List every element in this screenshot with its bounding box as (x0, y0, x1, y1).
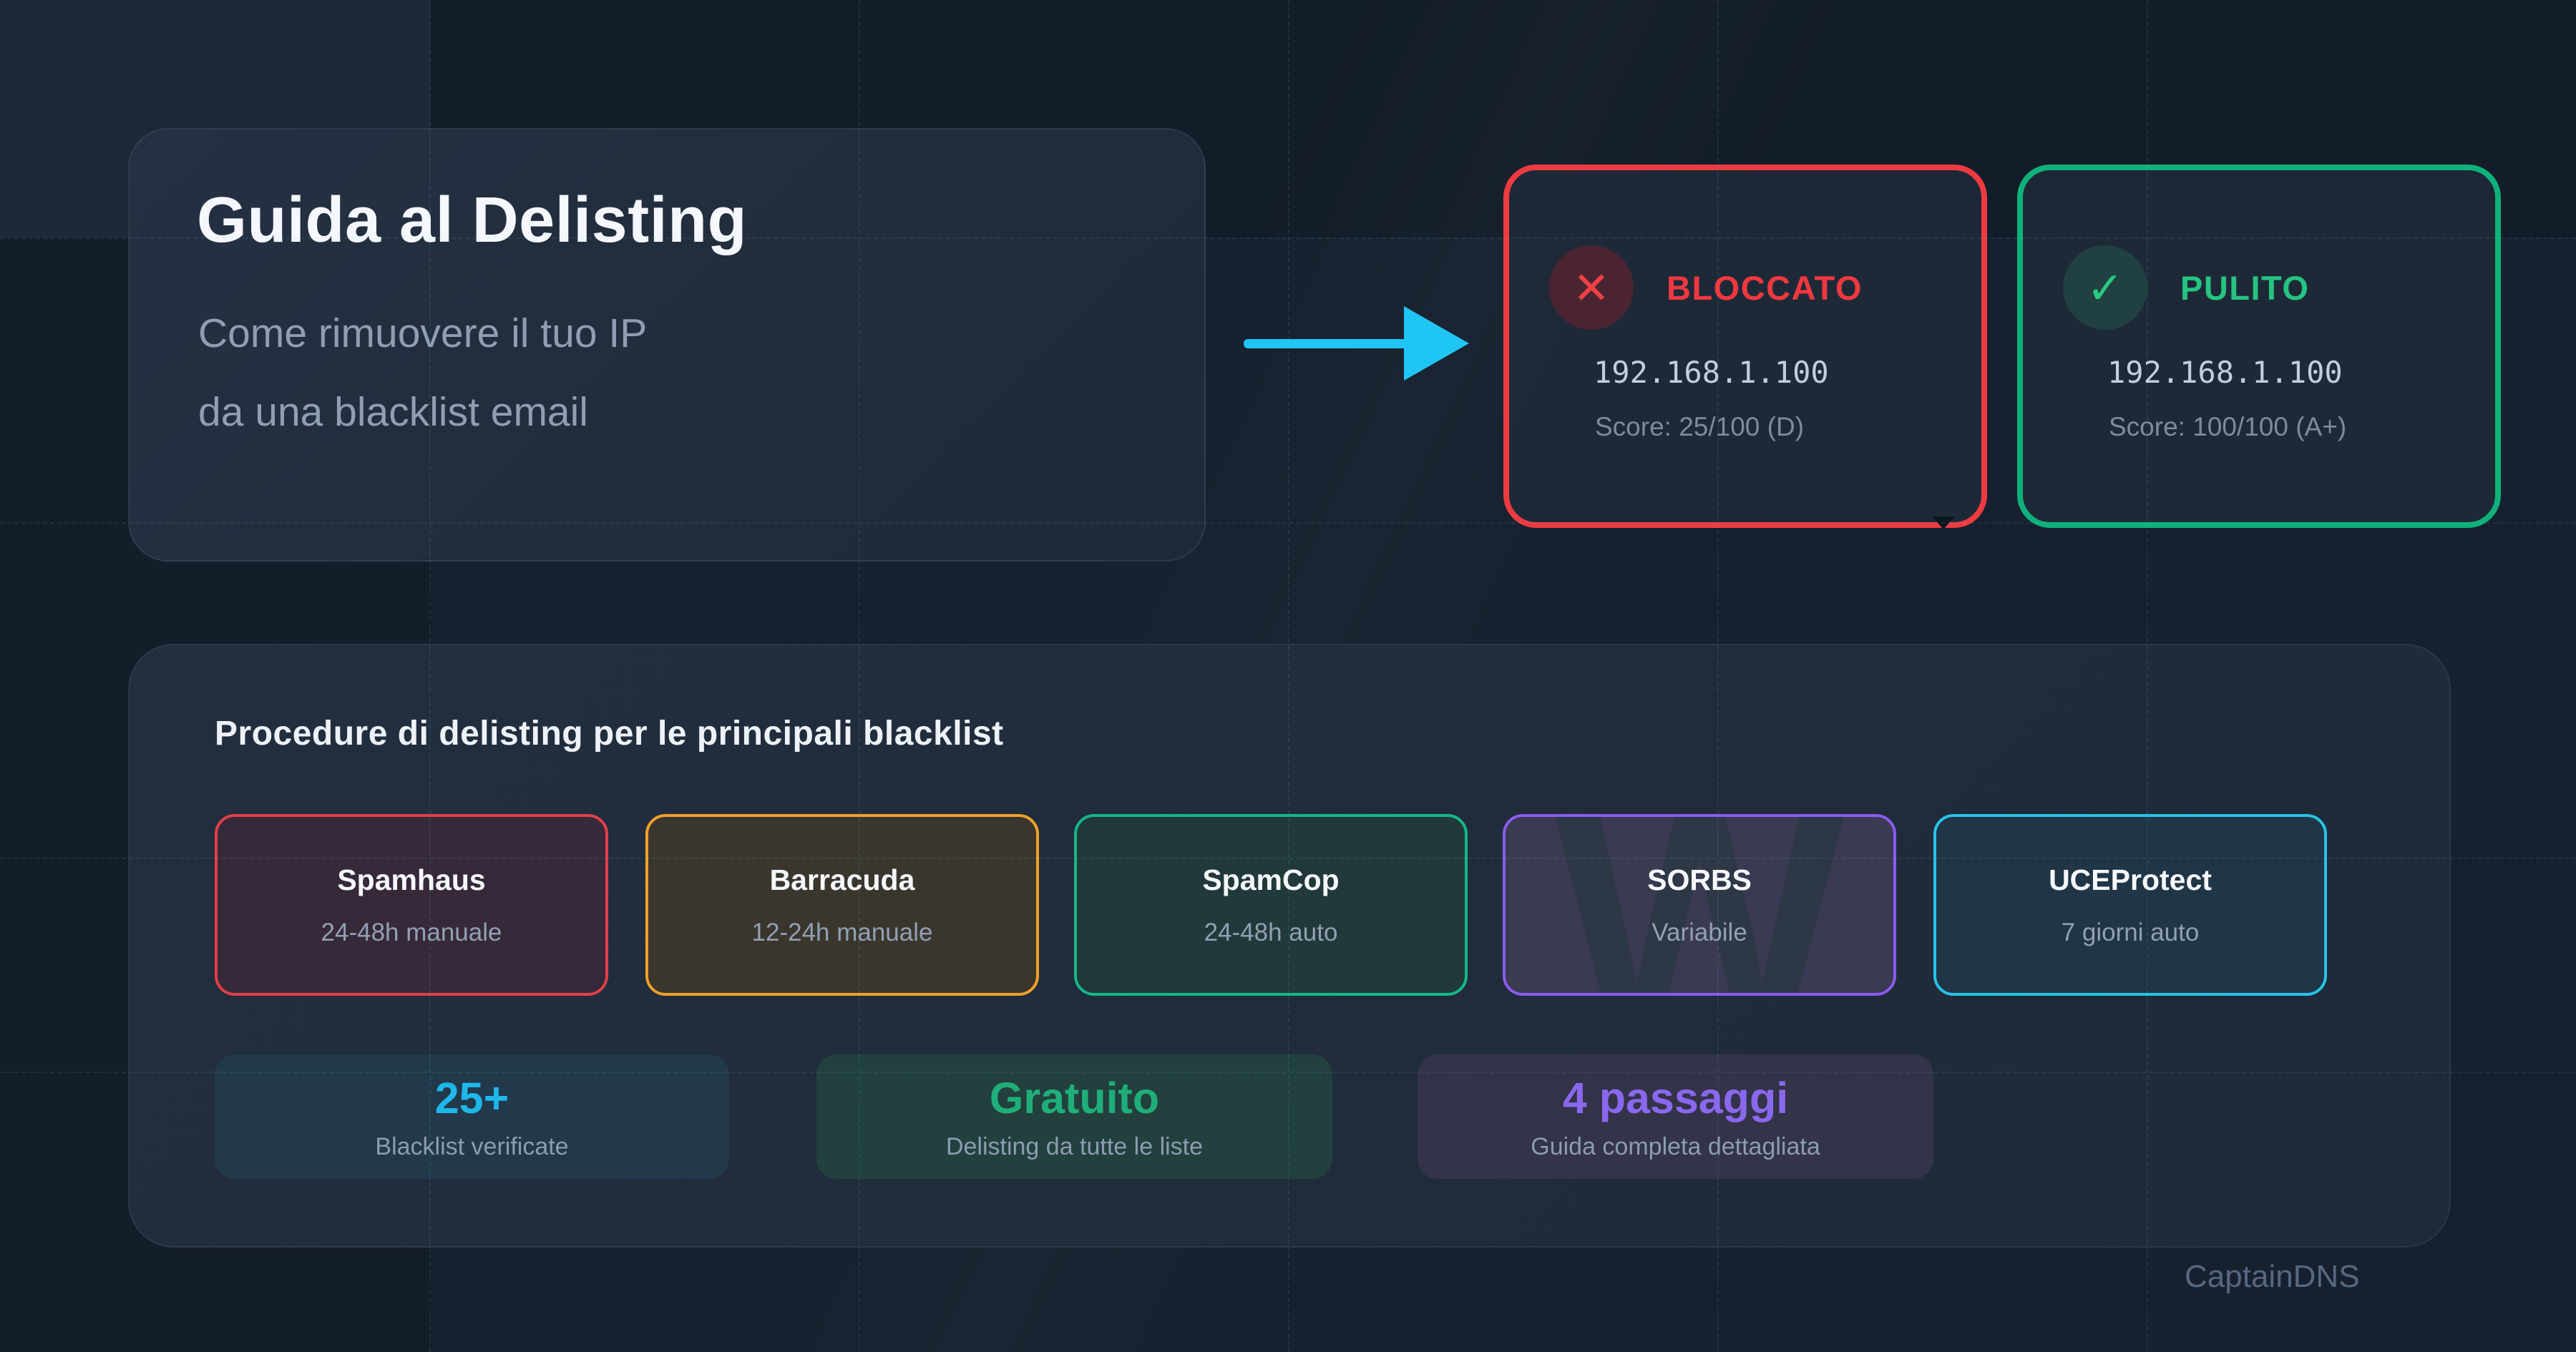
status-card-blocked-header: ✕ BLOCCATO (1549, 245, 1863, 330)
blocked-card-notch (1932, 516, 1955, 529)
arrow-head (1404, 306, 1469, 381)
blacklist-time: 12-24h manuale (751, 918, 933, 946)
arrow-shaft (1244, 339, 1410, 348)
blacklist-name: Barracuda (769, 863, 915, 896)
stat-label: Blacklist verificate (375, 1132, 569, 1160)
blacklist-name: Spamhaus (337, 863, 486, 896)
stat-value: Gratuito (989, 1073, 1160, 1122)
blacklist-card-spamhaus: Spamhaus 24-48h manuale (215, 814, 608, 996)
sorbs-watermark: W (1554, 814, 1845, 996)
stat-box-free: Gratuito Delisting da tutte le liste (816, 1054, 1332, 1179)
check-icon: ✓ (2063, 245, 2147, 330)
stat-box-steps: 4 passaggi Guida completa dettagliata (1418, 1054, 1933, 1179)
score-text: Score: 100/100 (A+) (2109, 412, 2347, 441)
blacklist-time: 24-48h manuale (321, 918, 502, 946)
x-icon: ✕ (1549, 245, 1634, 330)
status-label-blocked: BLOCCATO (1667, 268, 1863, 307)
blacklist-name: UCEProtect (2049, 863, 2212, 896)
stat-label: Delisting da tutte le liste (945, 1132, 1204, 1160)
blacklist-name: SORBS (1647, 863, 1752, 896)
status-card-clean: ✓ PULITO 192.168.1.100 Score: 100/100 (A… (2017, 165, 2501, 528)
blacklist-card-sorbs: W SORBS Variabile (1503, 814, 1896, 996)
stat-box-blacklists: 25+ Blacklist verificate (215, 1054, 729, 1179)
blacklist-time: 24-48h auto (1204, 918, 1338, 946)
brand-watermark: CaptainDNS (2185, 1259, 2360, 1294)
status-label-clean: PULITO (2180, 268, 2310, 307)
stat-label: Guida completa dettagliata (1531, 1132, 1820, 1160)
procedures-panel: Procedure di delisting per le principali… (128, 644, 2451, 1248)
blacklist-time: Variabile (1652, 918, 1747, 946)
page-title: Guida al Delisting (197, 185, 748, 256)
ip-address: 192.168.1.100 (2107, 355, 2343, 390)
page-subtitle-line1: Come rimuovere il tuo IP (198, 310, 648, 356)
blacklist-card-barracuda: Barracuda 12-24h manuale (645, 814, 1039, 996)
blacklist-card-spamcop: SpamCop 24-48h auto (1074, 814, 1468, 996)
ip-address: 192.168.1.100 (1594, 355, 1829, 390)
score-text: Score: 25/100 (D) (1595, 412, 1805, 441)
right-arrow-icon (1244, 306, 1469, 381)
blacklist-name: SpamCop (1202, 863, 1340, 896)
status-card-clean-header: ✓ PULITO (2063, 245, 2309, 330)
procedures-heading: Procedure di delisting per le principali… (215, 715, 1004, 753)
stat-value: 25+ (434, 1073, 509, 1122)
status-card-blocked: ✕ BLOCCATO 192.168.1.100 Score: 25/100 (… (1503, 165, 1987, 528)
blacklist-card-uceprotect: UCEProtect 7 giorni auto (1933, 814, 2327, 996)
page-subtitle-line2: da una blacklist email (198, 389, 588, 435)
hero-card: Guida al Delisting Come rimuovere il tuo… (128, 128, 1206, 562)
blacklist-time: 7 giorni auto (2061, 918, 2200, 946)
stat-value: 4 passaggi (1562, 1073, 1789, 1122)
